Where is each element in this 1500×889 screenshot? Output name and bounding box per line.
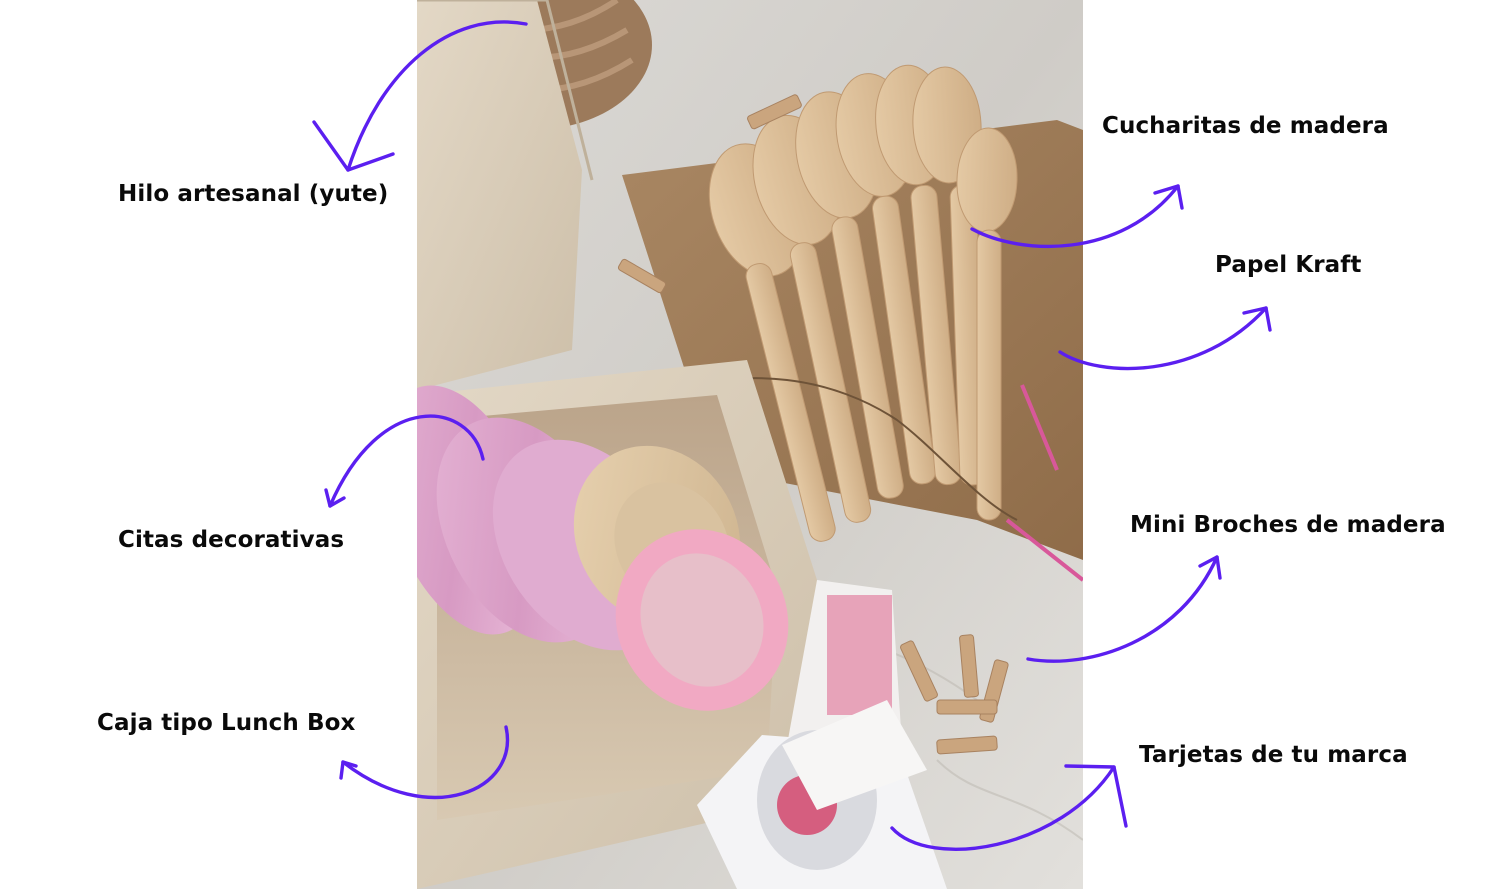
arrow-papel-icon — [1058, 306, 1272, 371]
product-photo-illustration — [417, 0, 1083, 889]
label-citas-decorativas: Citas decorativas — [118, 527, 345, 553]
label-papel-kraft: Papel Kraft — [1215, 252, 1362, 278]
label-hilo-artesanal: Hilo artesanal (yute) — [118, 181, 389, 207]
label-caja-lunch-box: Caja tipo Lunch Box — [97, 710, 356, 736]
label-cucharitas-madera: Cucharitas de madera — [1102, 113, 1389, 139]
product-photo — [417, 0, 1083, 889]
label-tarjetas-marca: Tarjetas de tu marca — [1139, 742, 1408, 768]
label-mini-broches: Mini Broches de madera — [1130, 512, 1446, 538]
